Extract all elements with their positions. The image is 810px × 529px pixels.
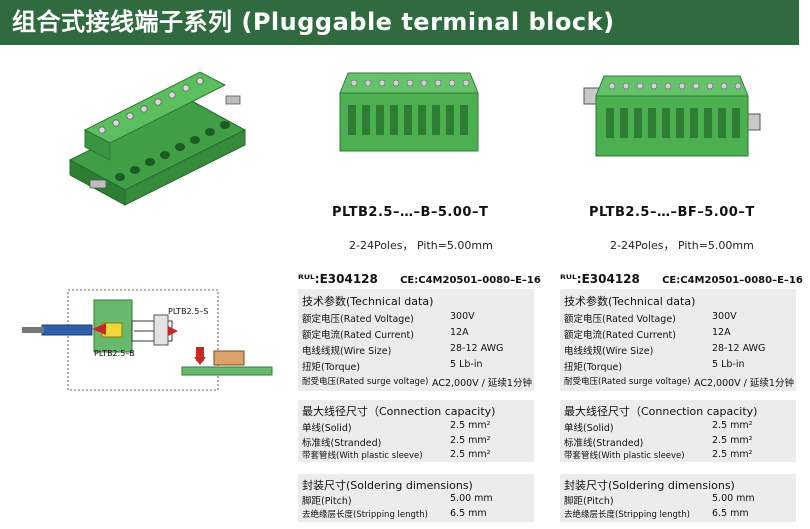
certification-line: ᴿᵁᴸ:E304128 CE:C4M20501–0080–E–16 [298, 272, 541, 286]
spec-key: 耐受电压(Rated surge voltage) [302, 377, 429, 387]
product-poles-b: 2-24Poles， Pith=5.00mm [349, 239, 493, 252]
product-model-bf: PLTB2.5–…–BF–5.00–T [589, 205, 755, 220]
spec-value: 28-12 AWG [450, 343, 504, 354]
technical-data-title: 技术参数(Technical data) [564, 295, 696, 308]
spec-value: 5.00 mm [450, 493, 493, 504]
ul-certificate: ᴿᵁᴸ:E304128 [560, 272, 640, 286]
spec-value: 2.5 mm² [450, 420, 491, 431]
spec-key: 单线(Solid) [564, 423, 614, 434]
spec-value: 12A [450, 327, 469, 338]
spec-value: AC2,000V / 延续1分钟 [432, 378, 532, 389]
spec-value: 2.5 mm² [712, 449, 753, 460]
spec-value: 28-12 AWG [712, 343, 766, 354]
technical-data-block: 技术参数(Technical data) 额定电压(Rated Voltage)… [298, 289, 534, 391]
spec-key: 电线线规(Wire Size) [564, 346, 654, 357]
spec-key: 去绝缘层长度(Stripping length) [564, 510, 690, 520]
spec-column-b: ᴿᵁᴸ:E304128 CE:C4M20501–0080–E–16 技术参数(T… [298, 272, 548, 522]
spec-value: 2.5 mm² [712, 435, 753, 446]
connection-capacity-title: 最大线径尺寸（Connection capacity) [564, 405, 758, 418]
spec-key: 额定电流(Rated Current) [564, 330, 676, 341]
terminal-block-b-image [339, 72, 479, 152]
certification-line: ᴿᵁᴸ:E304128 CE:C4M20501–0080–E–16 [560, 272, 803, 286]
connection-capacity-title: 最大线径尺寸（Connection capacity) [302, 405, 496, 418]
technical-data-title: 技术参数(Technical data) [302, 295, 434, 308]
spec-value: 2.5 mm² [450, 449, 491, 460]
technical-data-block: 技术参数(Technical data) 额定电压(Rated Voltage)… [560, 289, 796, 391]
spec-key: 脚距(Pitch) [302, 496, 352, 507]
spec-key: 脚距(Pitch) [564, 496, 614, 507]
assembly-diagram: PLTB2.5–B PLTB2.5–S [22, 285, 282, 395]
diagram-label-s: PLTB2.5–S [168, 307, 209, 316]
ce-certificate: CE:C4M20501–0080–E–16 [662, 275, 803, 286]
spec-key: 扭矩(Torque) [302, 362, 361, 373]
product-model-b: PLTB2.5–…–B–5.00–T [332, 205, 489, 220]
spec-key: 扭矩(Torque) [564, 362, 623, 373]
spec-value: 2.5 mm² [450, 435, 491, 446]
spec-key: 带套管线(With plastic sleeve) [302, 451, 423, 461]
soldering-dimensions-title: 封装尺寸(Soldering dimensions) [302, 479, 473, 492]
diagram-label-b: PLTB2.5–B [94, 349, 135, 358]
spec-column-bf: ᴿᵁᴸ:E304128 CE:C4M20501–0080–E–16 技术参数(T… [560, 272, 810, 522]
spec-value: 5 Lb-in [712, 359, 745, 370]
spec-key: 额定电流(Rated Current) [302, 330, 414, 341]
spec-value: 5.00 mm [712, 493, 755, 504]
spec-key: 额定电压(Rated Voltage) [302, 314, 414, 325]
soldering-dimensions-block: 封装尺寸(Soldering dimensions) 脚距(Pitch) 5.00… [298, 474, 534, 522]
terminal-block-bf-image [583, 75, 761, 157]
spec-key: 标准线(Stranded) [564, 438, 644, 449]
spec-key: 耐受电压(Rated surge voltage) [564, 377, 691, 387]
spec-key: 标准线(Stranded) [302, 438, 382, 449]
spec-key: 单线(Solid) [302, 423, 352, 434]
soldering-dimensions-block: 封装尺寸(Soldering dimensions) 脚距(Pitch) 5.00… [560, 474, 796, 522]
spec-value: AC2,000V / 延续1分钟 [694, 378, 794, 389]
spec-value: 300V [712, 311, 737, 322]
connection-capacity-block: 最大线径尺寸（Connection capacity) 单线(Solid) 2.5… [298, 400, 534, 462]
soldering-dimensions-title: 封装尺寸(Soldering dimensions) [564, 479, 735, 492]
spec-value: 6.5 mm [450, 508, 487, 519]
spec-value: 6.5 mm [712, 508, 749, 519]
spec-value: 5 Lb-in [450, 359, 483, 370]
ce-certificate: CE:C4M20501–0080–E–16 [400, 275, 541, 286]
product-poles-bf: 2-24Poles， Pith=5.00mm [610, 239, 754, 252]
spec-key: 带套管线(With plastic sleeve) [564, 451, 685, 461]
ul-certificate: ᴿᵁᴸ:E304128 [298, 272, 378, 286]
spec-value: 2.5 mm² [712, 420, 753, 431]
connection-capacity-block: 最大线径尺寸（Connection capacity) 单线(Solid) 2.5… [560, 400, 796, 462]
page-title: 组合式接线端子系列 (Pluggable terminal block) [0, 0, 799, 45]
spec-key: 电线线规(Wire Size) [302, 346, 392, 357]
spec-value: 12A [712, 327, 731, 338]
spec-key: 额定电压(Rated Voltage) [564, 314, 676, 325]
terminal-block-isometric-image [68, 71, 247, 206]
spec-key: 去绝缘层长度(Stripping length) [302, 510, 428, 520]
spec-value: 300V [450, 311, 475, 322]
